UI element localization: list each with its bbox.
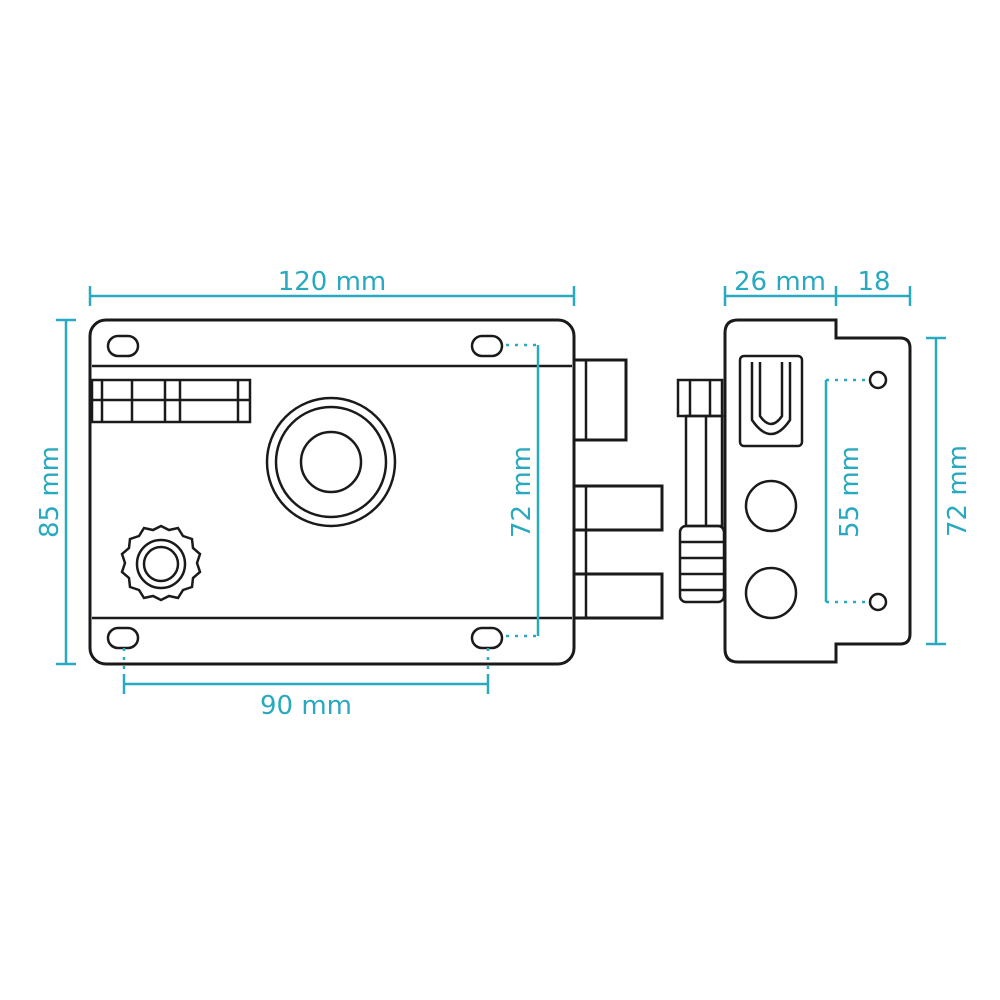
keeper-hole-lower [744, 566, 798, 620]
keeper [676, 318, 912, 664]
dimension-hole-horizontal: 90 mm [122, 648, 490, 721]
slider-block [90, 378, 252, 424]
bolt-middle [572, 484, 664, 532]
keeper-screw-top [868, 370, 888, 390]
cylinder-middle-ring [274, 405, 388, 519]
keeper-plate-outline [723, 318, 912, 664]
dimension-main-height: 85 mm [35, 318, 76, 666]
knob-inner-ring [135, 538, 187, 590]
dimension-main-width-label: 120 mm [278, 267, 387, 297]
keeper-guide-top [676, 378, 724, 418]
knob-gear-outline [120, 524, 202, 602]
thumb-knob [120, 524, 202, 602]
bolts [572, 358, 664, 620]
dimension-hole-vertical-label: 72 mm [507, 446, 537, 538]
keeper-hole-upper [744, 479, 798, 533]
dimension-side-widths: 26 mm 18 [723, 267, 912, 306]
lock-body [88, 318, 576, 666]
dimension-keeper-hole-spacing: 55 mm [824, 378, 866, 604]
dimension-side-width-label: 26 mm [734, 267, 826, 297]
mount-slot-top-right [470, 334, 504, 358]
deadbolt-upper [572, 358, 628, 442]
dimension-keeper-height: 72 mm [926, 336, 973, 646]
cylinder-core [299, 430, 363, 494]
keeper-roller [678, 524, 726, 604]
key-cylinder [265, 396, 397, 528]
keeper-u-channel [738, 354, 804, 448]
dimension-main-width: 120 mm [88, 267, 576, 306]
bolt-lower [572, 572, 664, 620]
keeper-screw-bottom [868, 592, 888, 612]
keeper-guide-rail [684, 414, 724, 528]
dimension-keeper-hole-spacing-label: 55 mm [835, 446, 865, 538]
dimension-keeper-height-label: 72 mm [943, 445, 973, 537]
dimension-side-extra-label: 18 [857, 267, 890, 297]
cylinder-outer-ring [265, 396, 397, 528]
dimension-main-height-label: 85 mm [35, 446, 65, 538]
knob-center [142, 545, 180, 583]
mount-slot-top-left [106, 334, 140, 358]
dimension-hole-horizontal-label: 90 mm [260, 691, 352, 721]
dimension-hole-vertical: 72 mm [506, 343, 540, 638]
